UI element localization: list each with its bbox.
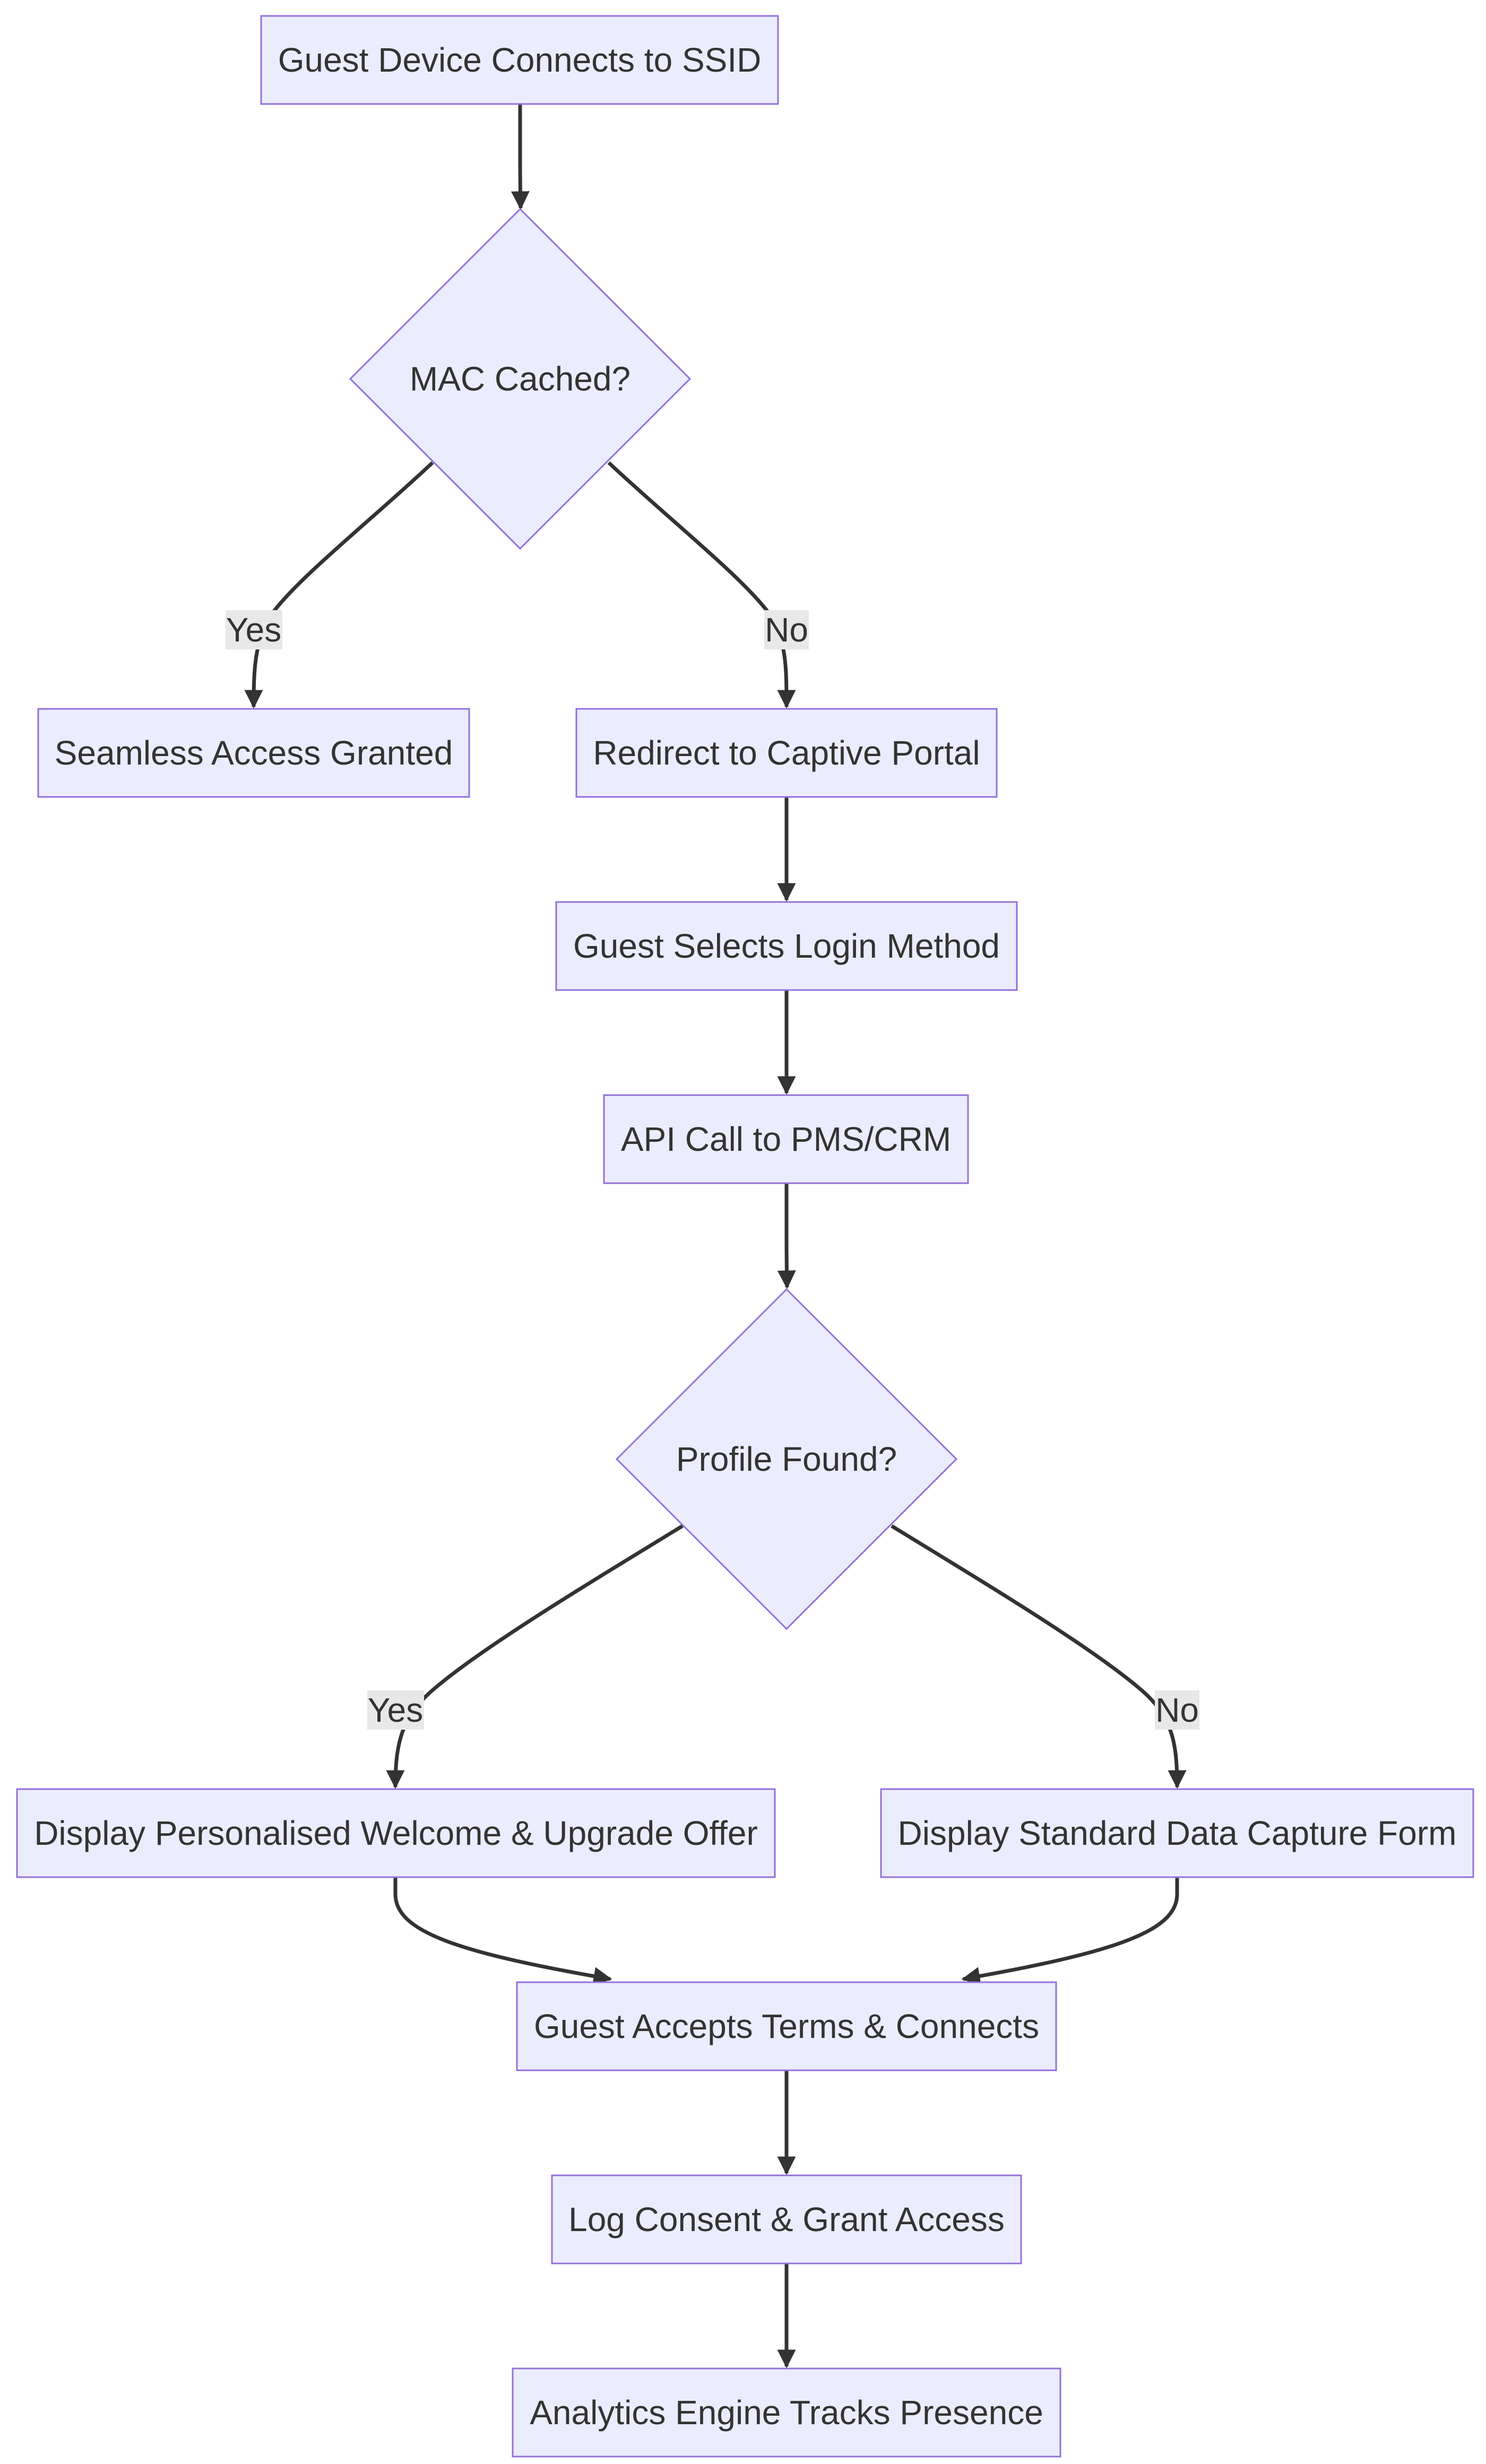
edge-label-profile-no: No	[1155, 1690, 1199, 1730]
edge-labels: Yes No Yes No	[226, 610, 1199, 1730]
node-analytics-label: Analytics Engine Tracks Presence	[530, 2393, 1043, 2432]
node-profile-found: Profile Found?	[615, 1288, 958, 1630]
node-log-consent: Log Consent & Grant Access	[551, 2174, 1022, 2265]
node-accept-terms: Guest Accepts Terms & Connects	[516, 1981, 1057, 2071]
node-profile-found-label: Profile Found?	[676, 1440, 897, 1478]
edge-label-profile-yes-text: Yes	[368, 1691, 423, 1729]
edge-label-profile-no-text: No	[1155, 1691, 1199, 1729]
node-personalised: Display Personalised Welcome & Upgrade O…	[16, 1788, 776, 1878]
node-analytics: Analytics Engine Tracks Presence	[512, 2367, 1061, 2458]
nodes: Guest Device Connects to SSID MAC Cached…	[16, 15, 1474, 2458]
edge-label-mac-yes-text: Yes	[226, 611, 281, 649]
node-connect: Guest Device Connects to SSID	[260, 15, 779, 105]
node-seamless: Seamless Access Granted	[37, 708, 470, 798]
node-mac-cached-label: MAC Cached?	[410, 360, 630, 398]
edges	[244, 104, 1187, 2368]
edge-profile-found-no	[891, 1524, 1187, 1789]
edge-standard-form-to-accept-terms	[961, 1876, 1179, 1985]
edge-connect-to-mac-cached	[511, 104, 530, 210]
node-login-method: Guest Selects Login Method	[555, 901, 1018, 991]
node-standard-form-label: Display Standard Data Capture Form	[898, 1814, 1457, 1852]
edge-mac-cached-yes	[244, 461, 434, 709]
edge-label-mac-yes: Yes	[226, 610, 282, 649]
edge-profile-found-yes	[386, 1524, 684, 1789]
edge-label-mac-no: No	[764, 610, 809, 649]
node-log-consent-label: Log Consent & Grant Access	[568, 2200, 1005, 2239]
node-seamless-label: Seamless Access Granted	[55, 734, 453, 772]
node-api-call: API Call to PMS/CRM	[603, 1094, 969, 1184]
edge-mac-cached-no	[607, 461, 796, 709]
node-mac-cached: MAC Cached?	[349, 207, 692, 550]
edge-label-mac-no-text: No	[765, 611, 808, 649]
node-login-method-label: Guest Selects Login Method	[573, 927, 1000, 965]
node-api-call-label: API Call to PMS/CRM	[621, 1120, 951, 1158]
node-personalised-label: Display Personalised Welcome & Upgrade O…	[34, 1814, 758, 1852]
edge-personalised-to-accept-terms	[393, 1876, 612, 1985]
node-connect-label: Guest Device Connects to SSID	[278, 41, 762, 79]
edge-label-profile-yes: Yes	[367, 1690, 424, 1730]
node-redirect: Redirect to Captive Portal	[575, 708, 998, 798]
node-accept-terms-label: Guest Accepts Terms & Connects	[534, 2007, 1039, 2045]
node-standard-form: Display Standard Data Capture Form	[880, 1788, 1474, 1878]
node-redirect-label: Redirect to Captive Portal	[593, 734, 980, 772]
